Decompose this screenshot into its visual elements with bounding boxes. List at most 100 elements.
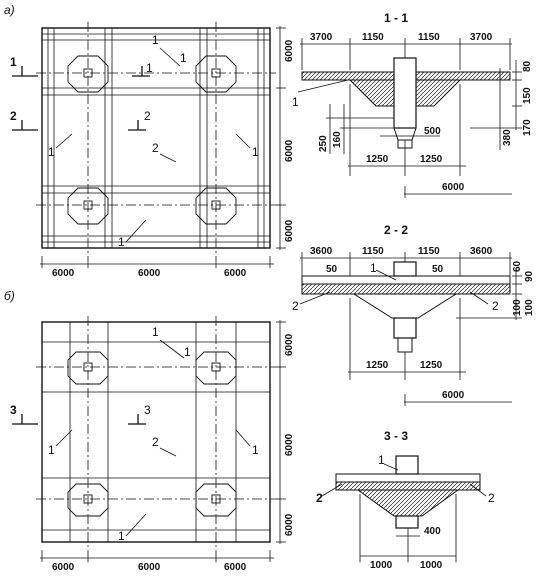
plan-b-ref-3: 3 [144, 403, 151, 417]
section-2-dim-inner-2: 50 [432, 264, 444, 275]
section-1-column-base [393, 127, 417, 141]
section-3-dim-bottom-1: 400 [424, 526, 441, 537]
plan-a [12, 22, 286, 268]
plan-a-ref-1c: 1 [48, 145, 55, 159]
section-2-dim-top-2: 1150 [362, 246, 384, 257]
plan-b-ref-1e: 1 [118, 529, 125, 543]
section-2-dim-right-2: 90 [524, 270, 535, 282]
plan-b-dim-bottom-1: 6000 [52, 562, 75, 573]
plan-a-cut-marks [12, 66, 150, 131]
section-1-dim-top-1: 3700 [310, 32, 333, 43]
section-1-labels: 1 - 1 3700 1150 1150 3700 80 150 170 380… [292, 11, 533, 193]
plan-b-dim-bottom-3: 6000 [224, 562, 247, 573]
plan-a-dim-right-1: 6000 [284, 39, 295, 62]
section-1-title: 1 - 1 [384, 11, 408, 25]
section-1-dim-left [297, 79, 394, 154]
section-3 [321, 455, 487, 562]
panel-label-a: а) [4, 3, 15, 17]
section-2-ref-1: 1 [370, 261, 377, 275]
plan-a-dim-bottom [40, 256, 274, 268]
plan-a-dim-right-2: 6000 [284, 139, 295, 162]
section-3-title: 3 - 3 [384, 429, 408, 443]
plan-a-cut-2-label: 2 [10, 109, 17, 123]
section-3-leaders [321, 463, 487, 497]
plan-a-dim-bottom-2: 6000 [138, 268, 161, 279]
plan-b-leaders [55, 339, 251, 537]
section-2-ref-2a: 2 [292, 299, 299, 313]
section-3-ref-2b: 2 [488, 491, 495, 505]
section-2-capital [352, 293, 458, 319]
section-2-dim-top-3: 1150 [418, 246, 440, 257]
section-2-dim-right-3: 100 [512, 299, 523, 316]
section-3-labels: 3 - 3 400 1000 1000 1 2 2 [316, 429, 495, 571]
section-3-dim-bottom-2: 1000 [370, 560, 393, 571]
section-2-dim-top-1: 3600 [310, 246, 333, 257]
plan-b-ref-2: 2 [152, 435, 159, 449]
section-3-dim-bottom-3: 1000 [420, 560, 443, 571]
plan-b-labels: 6000 6000 6000 6000 6000 6000 3 1 1 1 1 … [10, 325, 295, 573]
section-1-dim-left-1: 250 [318, 135, 329, 152]
section-3-slab [335, 481, 481, 491]
section-2-dim-right-1: 60 [512, 260, 523, 272]
plan-a-cut-1-label: 1 [10, 55, 17, 69]
plan-b-ref-1a: 1 [152, 325, 159, 339]
section-2 [299, 252, 522, 406]
plan-a-column-heads [67, 55, 237, 225]
section-3-topping [335, 473, 481, 483]
section-2-dim-bottom-3: 6000 [442, 390, 465, 401]
plan-a-ref-1e: 1 [118, 235, 125, 249]
plan-b-dim-bottom-2: 6000 [138, 562, 161, 573]
section-1-dim-right-3: 170 [522, 119, 533, 136]
plan-a-ref-1f: 1 [180, 51, 187, 65]
section-2-title: 2 - 2 [384, 223, 408, 237]
plan-b-column-heads [67, 351, 237, 517]
section-3-dim-bottom [359, 494, 457, 562]
section-3-column [395, 455, 419, 475]
section-1-ref-1: 1 [292, 95, 299, 109]
section-1-dim-top-4: 3700 [470, 32, 493, 43]
plan-a-ref-1a: 1 [152, 33, 159, 47]
section-1-dim-bottom-2: 1250 [366, 154, 389, 165]
section-1-dim-bottom-3: 1250 [420, 154, 443, 165]
section-1-dim-bottom [348, 84, 512, 198]
plan-b-outline [41, 321, 271, 543]
plan-b-dim-right [276, 320, 286, 544]
plan-a-dim-bottom-3: 6000 [224, 268, 247, 279]
section-1 [297, 38, 522, 198]
plan-b-axis-lines [36, 316, 276, 548]
plan-a-dim-right-3: 6000 [284, 219, 295, 242]
plan-a-ref-1b: 1 [146, 61, 153, 75]
section-1-dim-bottom-1: 500 [424, 126, 441, 137]
plan-b-dim-right-2: 6000 [284, 433, 295, 456]
plan-a-dim-bottom-1: 6000 [52, 268, 75, 279]
section-2-dim-right-4: 100 [524, 299, 535, 316]
section-2-column [393, 261, 417, 277]
plan-b-ref-1d: 1 [252, 443, 259, 457]
section-1-column [393, 57, 417, 129]
section-2-labels: 2 - 2 3600 1150 1150 3600 50 50 60 90 10… [292, 223, 535, 401]
section-1-dim-left-2: 160 [332, 131, 343, 148]
section-1-dim-right-1: 80 [522, 60, 533, 72]
plan-a-outline [41, 27, 271, 249]
plan-b-dim-bottom [40, 550, 274, 562]
plan-a-dim-right [276, 26, 286, 250]
plan-a-labels: 6000 6000 6000 6000 6000 6000 1 2 1 1 1 … [10, 33, 295, 279]
plan-a-leaders [55, 47, 251, 243]
section-2-dim-right [456, 270, 522, 320]
section-2-slab [301, 283, 511, 295]
section-2-dim-top-4: 3600 [470, 246, 493, 257]
section-2-dim-inner-1: 50 [326, 264, 338, 275]
section-3-capital [356, 489, 460, 517]
section-2-dim-bottom-2: 1250 [420, 360, 443, 371]
section-3-ref-1: 1 [378, 453, 385, 467]
plan-b-dim-right-3: 6000 [284, 513, 295, 536]
section-3-ref-2a: 2 [316, 491, 323, 505]
plan-a-ref-1d: 1 [252, 145, 259, 159]
section-1-dim-top [300, 38, 512, 70]
section-1-dim-right [470, 60, 522, 150]
section-2-dim-bottom [348, 298, 512, 406]
plan-b [12, 316, 286, 562]
plan-b-cut-3-label: 3 [10, 403, 17, 417]
plan-b-grid-lines [42, 322, 270, 542]
